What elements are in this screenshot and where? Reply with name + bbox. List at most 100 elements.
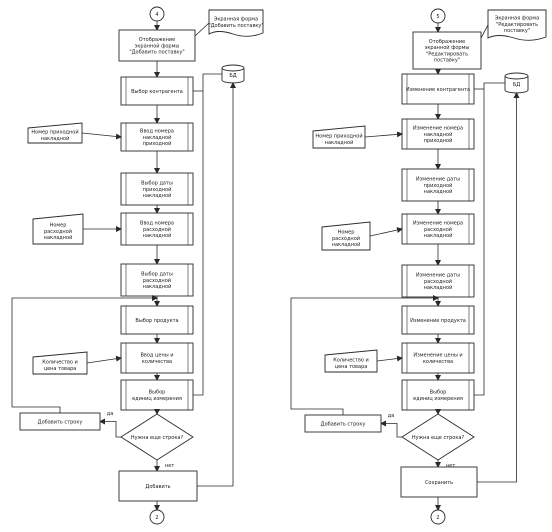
input-arrow — [369, 227, 403, 237]
process-step-label: расходной — [424, 226, 452, 233]
process-step-label: Изменение номера — [413, 126, 463, 132]
loop-back-arrow — [290, 295, 439, 415]
process-step-label: Ввод номера — [140, 129, 174, 135]
no-label: нет — [165, 463, 174, 469]
display-form-label: "Добавить поставку" — [129, 50, 184, 56]
process-step-label: накладной — [424, 232, 453, 239]
process-step-label: накладной — [143, 283, 172, 290]
final-action-label: Добавить — [145, 484, 170, 490]
final-action-label: Сохранить — [425, 480, 453, 486]
add-row-label: Добавить строку — [38, 420, 83, 426]
process-step-label: накладной — [143, 192, 172, 199]
form-comment-label: Экранная форма — [495, 16, 539, 22]
yes-branch — [380, 420, 402, 438]
process-step-label: Выбор даты — [141, 181, 173, 187]
manual-input — [32, 213, 84, 245]
database-label: БД — [513, 82, 520, 88]
manual-input-label: Номер — [338, 230, 355, 236]
add-row-label: Добавить строку — [321, 422, 366, 428]
manual-input — [324, 349, 378, 373]
process-step-label: количества — [142, 359, 172, 365]
form-comment-label: "Редактировать — [496, 22, 538, 28]
process-step — [120, 76, 194, 106]
manual-input-label: Номер приходной — [315, 133, 362, 140]
yes-branch — [99, 418, 121, 438]
manual-input-label: накладной — [332, 241, 361, 248]
process-step-label: Изменение продукта — [410, 318, 466, 324]
end-connector-label: 2 — [436, 515, 439, 521]
process-step-label: расходной — [424, 278, 452, 285]
process-step — [401, 305, 475, 335]
end-connector — [430, 509, 446, 525]
process-step-label: единиц измерения — [413, 396, 463, 402]
process-step — [401, 73, 475, 105]
process-step — [120, 379, 194, 411]
decision-label: Нужна еще строка? — [131, 435, 184, 441]
process-step — [120, 212, 194, 246]
display-form-label: Отображение — [139, 37, 175, 43]
process-step-label: приходной — [143, 186, 172, 193]
process-step — [401, 168, 475, 202]
manual-input-label: Количество и — [333, 358, 369, 364]
process-step-label: накладной — [424, 131, 453, 138]
display-form-block — [412, 31, 482, 70]
display-form-label: "Редактировать — [426, 51, 468, 57]
manual-input-label: цена товара — [44, 366, 77, 372]
process-step-label: Изменение даты — [416, 177, 460, 183]
manual-input-label: накладной — [325, 139, 354, 146]
start-connector-label: 4 — [155, 12, 158, 18]
process-step-label: Выбор контрагента — [131, 89, 183, 95]
process-step — [401, 264, 475, 298]
process-step — [120, 263, 194, 297]
process-step-label: Изменение контрагента — [406, 87, 470, 93]
save-to-database — [477, 92, 520, 483]
database-label: БД — [229, 73, 236, 79]
manual-input — [312, 125, 366, 149]
process-step-label: накладной — [424, 188, 453, 195]
process-step-label: Ввод цены и — [140, 353, 173, 359]
process-step-label: Выбор даты — [141, 272, 173, 278]
comment-connector — [194, 22, 210, 37]
comment-connector — [480, 24, 489, 39]
final-action-block — [118, 470, 198, 502]
decision-label: Нужна еще строка? — [412, 435, 465, 441]
display-form-block — [118, 29, 196, 62]
form-comment-label: поставку" — [504, 28, 530, 34]
process-step-label: Выбор продукта — [135, 318, 178, 324]
no-label: нет — [446, 463, 455, 469]
manual-input-label: цена товара — [335, 364, 368, 370]
end-connector-label: 2 — [155, 515, 158, 521]
process-step-label: расходной — [143, 277, 171, 284]
process-step-label: единиц измерения — [132, 396, 182, 402]
process-step — [401, 379, 475, 411]
input-arrow — [364, 131, 403, 138]
manual-input-label: расходной — [332, 235, 360, 242]
process-step — [120, 122, 194, 152]
manual-input-label: накладной — [41, 135, 70, 142]
process-step-label: Ввод номера — [140, 221, 174, 227]
yes-label: да — [388, 413, 395, 419]
process-step — [401, 118, 475, 150]
manual-input-label: Номер — [50, 223, 67, 229]
database-link — [474, 82, 505, 396]
form-comment-note — [208, 9, 264, 37]
process-step-label: Изменение номера — [413, 221, 463, 227]
process-step-label: накладной — [143, 232, 172, 239]
manual-input-label: Номер приходной — [31, 129, 78, 136]
input-arrow — [86, 355, 122, 364]
end-connector — [149, 509, 165, 525]
process-step-label: приходной — [424, 137, 453, 144]
process-step-label: Изменение даты — [416, 273, 460, 279]
manual-input-label: расходной — [44, 228, 72, 235]
form-comment-note — [487, 9, 547, 41]
input-arrow — [81, 132, 122, 140]
start-connector-label: 5 — [436, 14, 439, 20]
process-step — [120, 305, 194, 335]
process-step-label: приходной — [424, 182, 453, 189]
manual-input — [27, 122, 83, 144]
manual-input — [321, 221, 371, 251]
manual-input-label: Количество и — [42, 360, 78, 366]
